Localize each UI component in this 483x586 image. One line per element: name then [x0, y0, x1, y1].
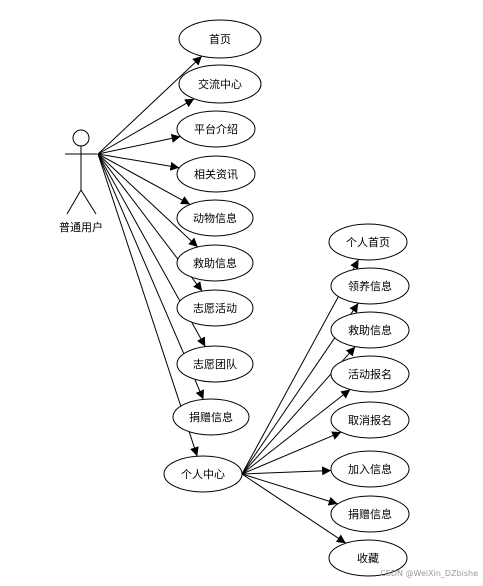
sub-use-case-join-info: 加入信息 [330, 450, 410, 488]
sub-use-case-activity-signup-label: 活动报名 [348, 367, 392, 381]
actor-head [72, 129, 90, 147]
use-case-news-label: 相关资讯 [194, 167, 238, 181]
sub-use-case-favorites-label: 收藏 [357, 551, 379, 565]
edge-actor-exchange [97, 98, 195, 155]
use-case-animals: 动物信息 [176, 199, 254, 237]
use-case-nodes: 首页交流中心平台介绍相关资讯动物信息救助信息志愿活动志愿团队捐赠信息个人中心个人… [163, 19, 410, 577]
use-case-personal-center-label: 个人中心 [181, 468, 225, 481]
edge-personal-center-my_donation [241, 473, 338, 506]
edge-personal-center-join_info [241, 466, 332, 476]
use-case-exchange-ellipse [178, 64, 262, 104]
sub-use-case-adoption-ellipse [330, 267, 410, 305]
sub-use-case-my-rescue-label: 救助信息 [348, 323, 392, 337]
edge-personal-center-activity_signup [241, 389, 351, 475]
edge-actor-home [97, 55, 203, 155]
sub-use-case-join-info-label: 加入信息 [348, 462, 392, 476]
use-case-volunteer-team-ellipse [176, 345, 254, 383]
actor-leg-left [66, 189, 82, 215]
edge-actor-platform [97, 133, 181, 155]
use-case-home-label: 首页 [209, 32, 231, 46]
use-case-donation-ellipse [172, 398, 250, 436]
sub-use-case-adoption: 领养信息 [330, 267, 410, 305]
use-case-personal-center-ellipse [163, 455, 243, 493]
edge-actor-rescue [97, 153, 199, 248]
use-case-volunteer-team-label: 志愿团队 [193, 357, 237, 371]
sub-use-case-my-donation: 捐赠信息 [330, 495, 410, 533]
use-case-home-ellipse [178, 19, 262, 59]
actor-figure [65, 129, 97, 215]
sub-use-case-cancel-signup-ellipse [330, 401, 410, 439]
sub-use-case-personal-home: 个人首页 [328, 223, 408, 261]
sub-use-case-my-rescue-ellipse [330, 311, 410, 349]
use-case-rescue: 救助信息 [176, 244, 254, 282]
sub-use-case-personal-home-label: 个人首页 [346, 235, 390, 249]
use-case-animals-label: 动物信息 [193, 211, 237, 225]
use-case-personal-center: 个人中心 [163, 455, 243, 493]
use-case-volunteer-team: 志愿团队 [176, 345, 254, 383]
edge-actor-news [97, 153, 180, 171]
sub-use-case-personal-home-ellipse [328, 223, 408, 261]
watermark: CSDN @WeiXin_DZbishe [380, 569, 478, 578]
use-case-news: 相关资讯 [176, 155, 256, 193]
use-case-volunteer-activity: 志愿活动 [176, 289, 254, 327]
sub-use-case-my-rescue: 救助信息 [330, 311, 410, 349]
sub-use-case-join-info-ellipse [330, 450, 410, 488]
edge-actor-animals [97, 153, 191, 205]
use-case-volunteer-activity-label: 志愿活动 [193, 302, 237, 315]
sub-use-case-favorites: 收藏 [328, 539, 408, 577]
use-case-rescue-label: 救助信息 [193, 256, 237, 270]
use-case-donation: 捐赠信息 [172, 398, 250, 436]
use-case-home: 首页 [178, 19, 262, 59]
sub-use-case-adoption-label: 领养信息 [348, 279, 392, 293]
use-case-animals-ellipse [176, 199, 254, 237]
use-case-exchange: 交流中心 [178, 64, 262, 104]
actor-leg-right [80, 189, 97, 215]
sub-use-case-my-donation-ellipse [330, 495, 410, 533]
actor-label: 普通用户 [59, 220, 103, 234]
edge-personal-center-cancel_signup [241, 431, 342, 475]
sub-use-case-my-donation-label: 捐赠信息 [348, 507, 392, 521]
use-case-volunteer-activity-ellipse [176, 289, 254, 327]
sub-use-case-activity-signup-ellipse [330, 355, 410, 393]
sub-use-case-cancel-signup: 取消报名 [330, 401, 410, 439]
use-case-exchange-label: 交流中心 [198, 77, 242, 91]
sub-use-case-cancel-signup-label: 取消报名 [348, 413, 392, 427]
sub-use-case-activity-signup: 活动报名 [330, 355, 410, 393]
use-case-news-ellipse [176, 155, 256, 193]
edge-personal-center-favorites [241, 473, 347, 544]
use-case-platform-label: 平台介绍 [194, 122, 238, 136]
use-case-rescue-ellipse [176, 244, 254, 282]
sub-use-case-favorites-ellipse [328, 539, 408, 577]
use-case-donation-label: 捐赠信息 [189, 410, 233, 424]
use-case-platform-ellipse [176, 110, 256, 148]
use-case-platform: 平台介绍 [176, 110, 256, 148]
